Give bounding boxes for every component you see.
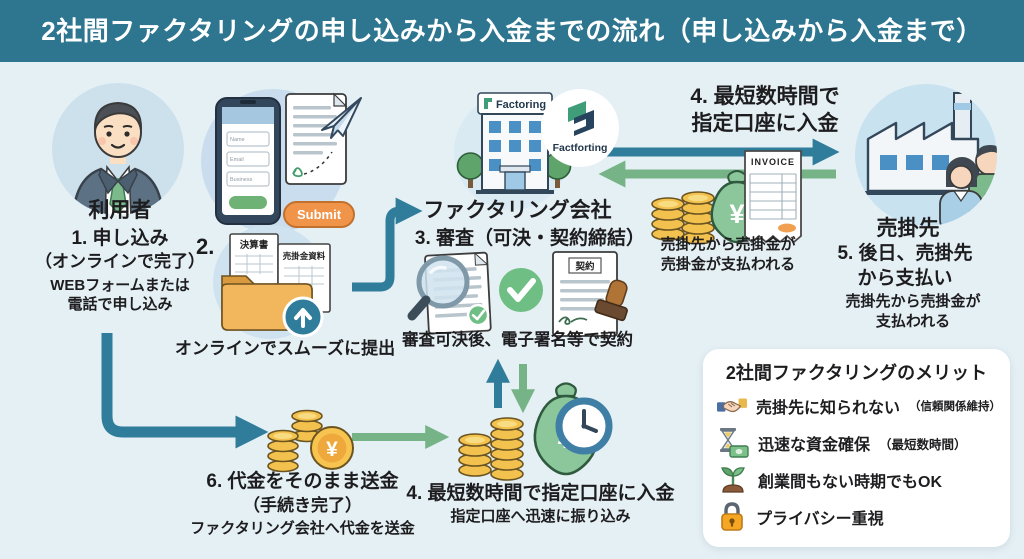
- paper-plane-icon: [321, 97, 362, 139]
- remit-coins-illustration: ¥: [267, 409, 354, 473]
- field-business: Business: [230, 177, 253, 183]
- seller-desc1: 売掛先から売掛金が: [845, 293, 981, 310]
- submit-button: Submit: [283, 201, 355, 228]
- invoice-document: INVOICE: [744, 150, 802, 244]
- merit-text: 迅速な資金確保: [758, 437, 871, 454]
- factforting-logo-icon: [568, 101, 594, 136]
- merit-text: 売掛先に知られない: [755, 400, 900, 417]
- coin-stack: [267, 409, 323, 473]
- payout-top-caption2: 売掛金が支払われる: [660, 256, 796, 273]
- contract-label: 契約: [574, 261, 595, 273]
- examination-contract-illustration: 契約: [407, 251, 628, 337]
- upload-icon: [282, 296, 324, 338]
- arrow-step2-to-company: [352, 197, 423, 292]
- arrow-user-to-remit: [101, 333, 269, 449]
- user-label: 利用者: [88, 199, 152, 222]
- step6-line1: 6. 代金をそのまま送金: [206, 471, 399, 492]
- step1-note: （オンラインで完了）: [35, 252, 205, 271]
- coin-stack: [458, 417, 524, 481]
- field-email: Email: [230, 157, 244, 163]
- merits-panel: 2社間ファクタリングのメリット 売掛先に知られない （信頼関係維持） 迅速な資金: [703, 349, 1010, 547]
- coin-stack: [651, 191, 715, 244]
- handshake-icon: [717, 398, 747, 413]
- merit-text: プライバシー重視: [756, 511, 884, 528]
- stamp-icon: [594, 279, 628, 322]
- clock-icon: [555, 397, 613, 455]
- step5-line1: 5. 後日、売掛先: [837, 243, 973, 264]
- building-sign-label: Factoring: [496, 99, 546, 111]
- field-name: Name: [230, 137, 245, 143]
- yen-coin-icon: ¥: [310, 426, 354, 470]
- document-upload-illustration: 決算書 売掛金資料: [213, 225, 331, 339]
- seller-desc2: 支払われる: [875, 313, 951, 330]
- step1-desc-line2: 電話で申し込み: [67, 296, 173, 313]
- step2-number: 2.: [196, 234, 215, 259]
- approval-check-icon: [499, 268, 543, 312]
- company-label: ファクタリング会社: [423, 199, 612, 222]
- step6-desc: ファクタリング会社へ代金を送金: [190, 520, 415, 537]
- contract-document: 契約: [552, 251, 628, 337]
- title-bar: 2社間ファクタリングの申し込みから入金までの流れ（申し込みから入金まで）: [0, 0, 1024, 62]
- payout-top-caption1: 売掛先から売掛金が: [660, 236, 796, 253]
- submit-label: Submit: [297, 207, 342, 222]
- merit-item: 迅速な資金確保 （最短数時間）: [717, 427, 1001, 459]
- lock-icon: [721, 502, 743, 531]
- factforting-logo-badge: Factforting: [541, 89, 619, 167]
- step1-desc-line1: WEBフォームまたは: [50, 277, 190, 294]
- yen-symbol: ¥: [729, 199, 744, 229]
- step4-bottom-line1: 4. 最短数時間で指定口座に入金: [406, 483, 675, 504]
- factoring-company-illustration: Factoring: [454, 92, 572, 210]
- online-application-illustration: Name Email Business Submit: [201, 89, 362, 233]
- page-title: 2社間ファクタリングの申し込みから入金までの流れ（申し込みから入金まで）: [41, 16, 983, 46]
- application-document: [285, 92, 348, 185]
- step2-caption: オンラインでスムーズに提出: [174, 339, 396, 358]
- seller-label: 売掛先: [876, 217, 940, 240]
- exam-caption: 審査可決後、電子署名等で契約: [402, 331, 633, 349]
- magnifier-icon: [407, 255, 470, 321]
- user-avatar: [52, 83, 184, 215]
- step4-top-line2: 指定口座に入金: [691, 112, 839, 135]
- factforting-logo-text: Factforting: [553, 142, 608, 154]
- building-sign: Factoring: [477, 92, 553, 115]
- step6-line2: （手続き完了）: [243, 496, 362, 515]
- merit-note: （信頼関係維持）: [909, 401, 1001, 413]
- building-windows: [489, 121, 541, 171]
- sprout-icon: [721, 467, 745, 493]
- step3-label: 3. 審査（可決・契約締結）: [414, 228, 646, 249]
- doc-left-label: 決算書: [240, 239, 269, 251]
- merit-item: 売掛先に知られない （信頼関係維持）: [717, 390, 1001, 422]
- seller-factory-illustration: [855, 84, 997, 226]
- step4-top-line1: 4. 最短数時間で: [690, 85, 840, 108]
- doc-right-label: 売掛金資料: [282, 251, 326, 261]
- merit-item: プライバシー重視: [717, 501, 1001, 533]
- merit-note: （最短数時間）: [879, 437, 967, 452]
- hourglass-money-icon: [720, 428, 749, 458]
- merit-item: 創業間もない時期でもOK: [717, 464, 1001, 496]
- step1-label: 1. 申し込み: [71, 228, 169, 249]
- merit-text: 創業間もない時期でもOK: [758, 474, 943, 491]
- phone-form-fields: Name Email Business: [226, 131, 270, 187]
- step4-bottom-line2: 指定口座へ迅速に振り込み: [450, 508, 631, 525]
- yen-symbol: ¥: [326, 438, 338, 461]
- invoice-label: INVOICE: [751, 157, 795, 167]
- merits-title: 2社間ファクタリングのメリット: [725, 363, 988, 383]
- step5-line2: から支払い: [857, 268, 953, 289]
